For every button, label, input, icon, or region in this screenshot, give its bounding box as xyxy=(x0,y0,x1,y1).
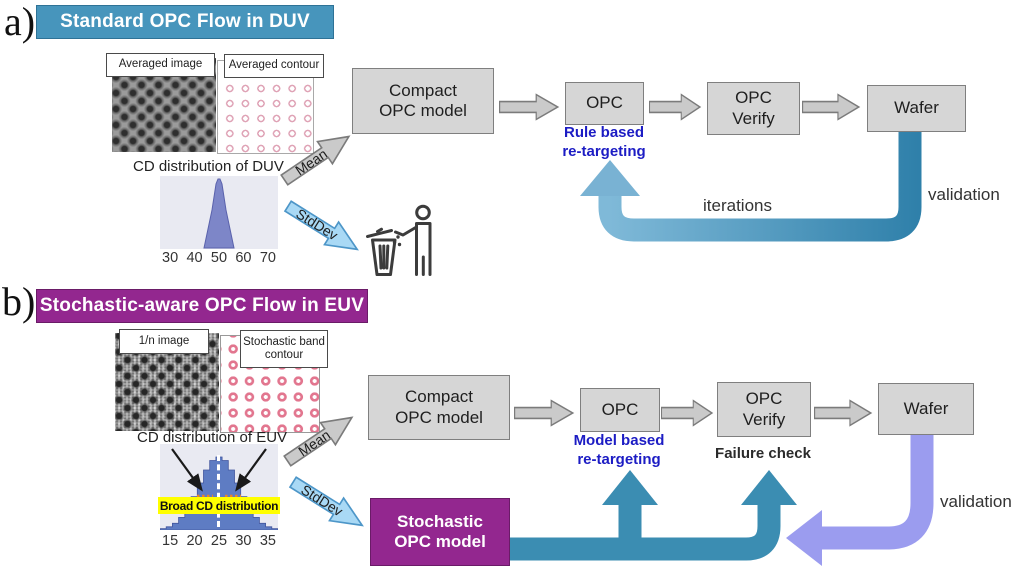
discard-trash-icon xyxy=(366,204,432,276)
section-a-label: a) xyxy=(4,0,36,44)
stddev-arrow-euv: StdDev xyxy=(284,469,371,539)
mean-arrow-duv: Mean xyxy=(275,123,358,193)
cd-distribution-euv-plot: Broad CD distribution xyxy=(158,444,280,530)
flow-arrow xyxy=(514,399,575,427)
iterations-label: iterations xyxy=(703,196,772,215)
tick: 25 xyxy=(210,533,228,549)
one-over-n-image-label: 1/n image xyxy=(119,329,209,354)
euv-flow-title: Stochastic-aware OPC Flow in EUV xyxy=(36,289,368,323)
tick: 50 xyxy=(210,250,228,266)
tick: 20 xyxy=(186,533,203,549)
compact-opc-model-box-duv: Compact OPC model xyxy=(352,68,494,134)
cd-distribution-euv-title: CD distribution of EUV xyxy=(137,429,288,446)
tick: 60 xyxy=(235,250,252,266)
tick: 70 xyxy=(259,250,276,266)
flow-arrow xyxy=(499,93,560,121)
flow-arrow xyxy=(802,93,861,121)
validation-loop-arrow-euv xyxy=(786,431,934,566)
tick: 15 xyxy=(162,533,179,549)
tick: 40 xyxy=(186,250,203,266)
cd-distribution-duv-title: CD distribution of DUV xyxy=(133,158,284,175)
duv-flow-title: Standard OPC Flow in DUV xyxy=(36,5,334,39)
opc-verify-box-duv: OPC Verify xyxy=(707,82,800,135)
compact-opc-model-box-euv: Compact OPC model xyxy=(368,375,510,440)
opc-box-duv: OPC xyxy=(565,82,644,125)
cd-distribution-duv-plot xyxy=(160,176,278,249)
averaged-image-label: Averaged image xyxy=(106,53,215,77)
wafer-box-duv: Wafer xyxy=(867,85,966,132)
stochastic-band-contour-label: Stochastic band contour xyxy=(240,330,328,368)
narrow-distribution-curve xyxy=(203,178,235,249)
flow-arrow xyxy=(649,93,702,121)
section-b-label: b) xyxy=(2,279,36,324)
flow-arrow xyxy=(661,399,714,427)
failure-check-label: Failure check xyxy=(715,445,811,462)
rule-based-retargeting-label: Rule based re-targeting xyxy=(562,124,646,160)
stddev-arrow-duv: StdDev xyxy=(279,193,366,263)
flow-arrow xyxy=(814,399,873,427)
broad-cd-distribution-highlight: Broad CD distribution xyxy=(158,497,280,514)
mean-arrow-euv: Mean xyxy=(278,404,361,474)
opc-verify-box-euv: OPC Verify xyxy=(717,382,811,437)
validation-label-duv: validation xyxy=(928,185,1000,204)
stochastic-feedback-arrow-euv xyxy=(505,470,797,561)
opc-box-euv: OPC xyxy=(580,388,660,432)
flank-pointer-arrows xyxy=(171,448,267,492)
tick: 30 xyxy=(235,533,252,549)
duv-axis-ticks: 30 40 50 60 70 xyxy=(162,250,276,266)
averaged-contour-label: Averaged contour xyxy=(224,54,324,78)
tick: 30 xyxy=(162,250,179,266)
model-based-retargeting-label: Model based re-targeting xyxy=(573,432,665,468)
wafer-box-euv: Wafer xyxy=(878,383,974,435)
tick: 35 xyxy=(259,533,276,549)
stochastic-opc-model-box: Stochastic OPC model xyxy=(370,498,510,566)
euv-axis-ticks: 15 20 25 30 35 xyxy=(162,533,276,549)
iteration-loop-arrow-duv xyxy=(580,128,922,242)
distribution-center-dashed-line xyxy=(217,455,220,527)
validation-label-euv: validation xyxy=(940,492,1012,511)
